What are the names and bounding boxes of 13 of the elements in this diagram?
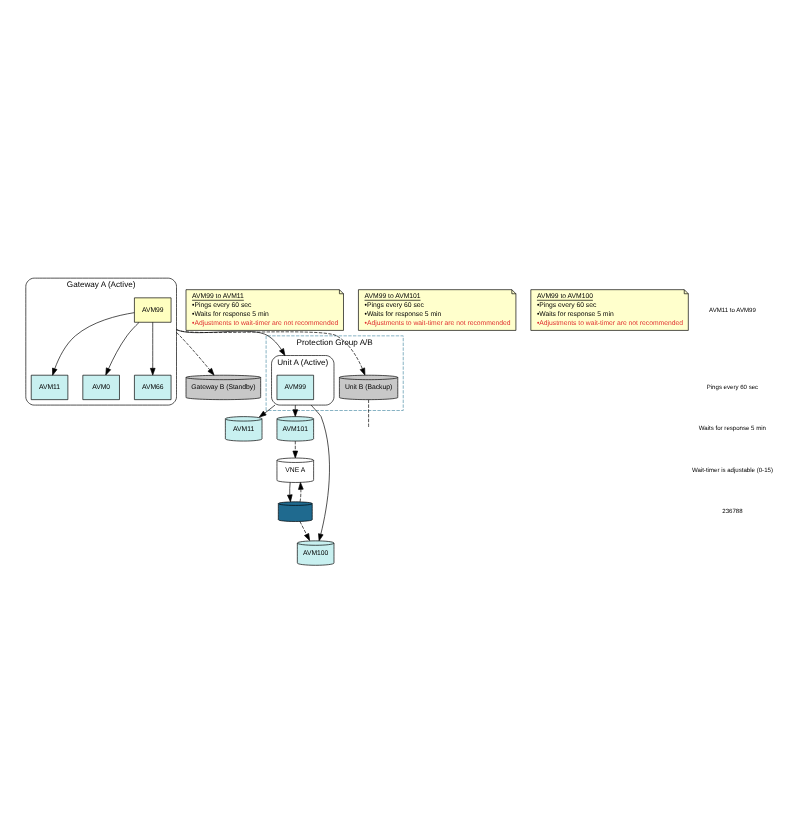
arrow [292, 440, 298, 459]
arrow [52, 312, 135, 376]
arrow [176, 329, 366, 376]
arrow [176, 332, 215, 376]
arrow [299, 521, 310, 541]
arrow [287, 482, 293, 503]
connector [368, 399, 369, 429]
arrow [259, 404, 276, 418]
arrow [298, 482, 304, 503]
arrow [150, 321, 156, 376]
arrow [310, 404, 330, 542]
arrow [105, 322, 140, 376]
arrow [292, 404, 298, 417]
